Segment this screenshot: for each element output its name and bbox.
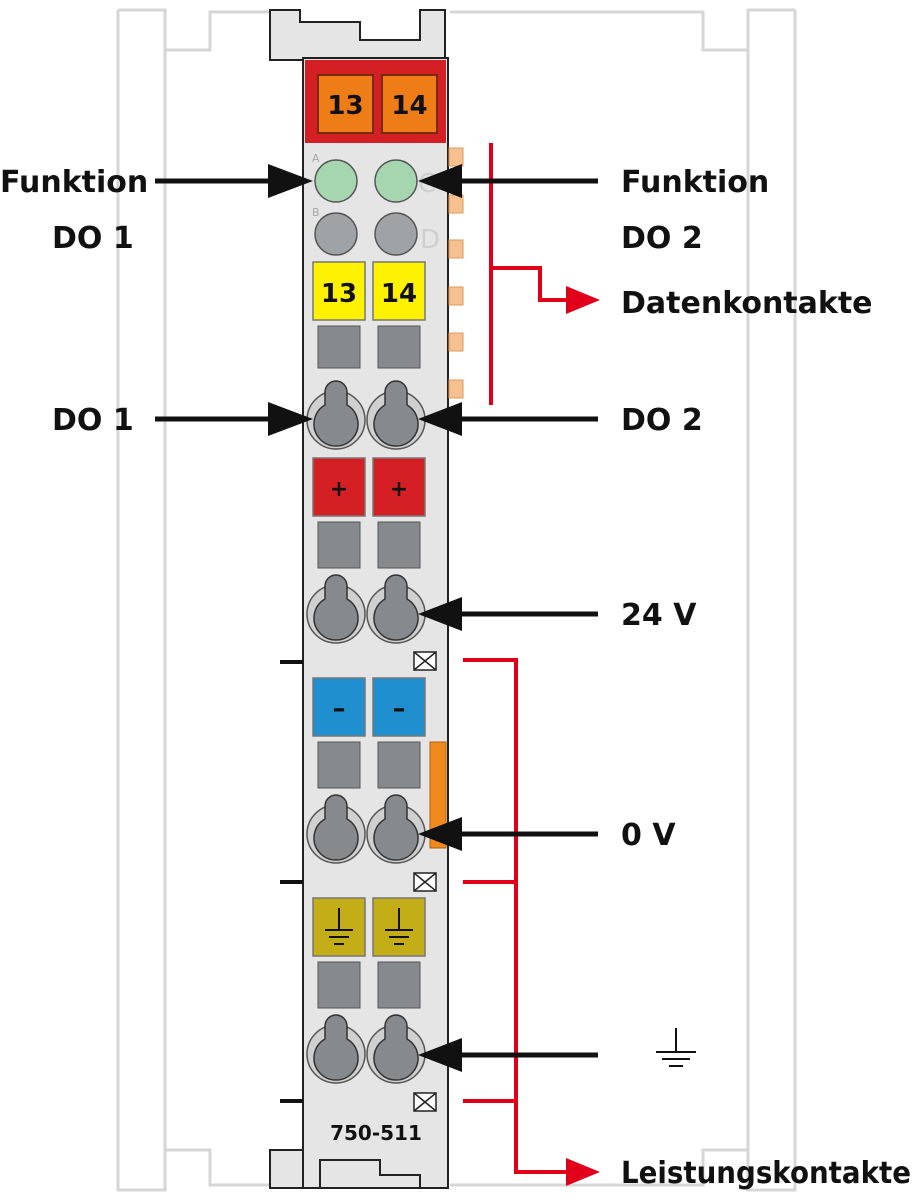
signal-terminal-14 — [372, 261, 426, 321]
signal-terminal-13 — [312, 261, 366, 321]
plus-terminal-1-label: + — [330, 477, 348, 502]
signal-terminal-13-label: 13 — [321, 279, 357, 309]
release-button-do1 — [317, 325, 361, 369]
data-contacts-arrowhead — [566, 286, 600, 314]
io-module: 13 14 A B C D 13 14 — [269, 9, 464, 1189]
power-contacts-arrowhead — [566, 1158, 600, 1186]
release-button-24v-2 — [377, 521, 421, 569]
label-power-contacts: Leistungskontakte — [621, 1156, 911, 1191]
minus-terminal-2-label: – — [393, 694, 406, 724]
power-contacts-bracket — [463, 658, 572, 1174]
signal-terminal-14-label: 14 — [381, 279, 417, 309]
power-contact-springs — [413, 651, 437, 1112]
header-terminal-14-label: 14 — [391, 91, 427, 121]
release-button-24v-1 — [317, 521, 361, 569]
label-0v: 0 V — [621, 818, 676, 853]
led-error-do2 — [374, 212, 418, 256]
ground-terminal-1 — [312, 897, 366, 957]
led-function-do1 — [314, 159, 358, 203]
label-left-do1: DO 1 — [52, 403, 134, 438]
plus-terminal-2-label: + — [390, 477, 408, 502]
header-terminal-13-label: 13 — [327, 91, 363, 121]
data-contact-pins — [448, 147, 464, 399]
led-error-do1 — [314, 212, 358, 256]
data-contacts-bracket — [489, 143, 572, 405]
din-rail — [116, 8, 797, 1192]
ground-icon-terminal-2 — [385, 908, 413, 945]
minus-terminal-1-label: – — [333, 694, 346, 724]
label-data-contacts: Datenkontakte — [621, 286, 873, 321]
label-right-function: Funktion — [621, 165, 769, 200]
plus-terminal-1 — [312, 457, 366, 517]
led-function-do2 — [374, 159, 418, 203]
ground-terminal-2 — [372, 897, 426, 957]
release-button-pe-2 — [377, 961, 421, 1009]
label-right-do2-top: DO 2 — [621, 221, 703, 256]
clamp-do1 — [306, 380, 366, 450]
release-button-0v-1 — [317, 741, 361, 789]
arrows — [155, 164, 598, 1072]
clamp-0v-2 — [366, 794, 426, 864]
minus-terminal-1 — [312, 677, 366, 737]
led-letter-b: B — [312, 206, 320, 219]
label-left-do1-top: DO 1 — [52, 221, 134, 256]
orange-side-marker — [429, 741, 447, 849]
bottom-latch — [269, 1149, 304, 1189]
header-terminal-14 — [381, 74, 438, 134]
model-number: 750-511 — [330, 1121, 422, 1145]
side-letter-d: D — [420, 225, 440, 255]
clamp-pe-1 — [306, 1014, 366, 1084]
release-button-do2 — [377, 325, 421, 369]
ground-icon — [656, 1028, 696, 1067]
minus-terminal-2 — [372, 677, 426, 737]
clamp-0v-1 — [306, 794, 366, 864]
ground-icon-terminal-1 — [325, 908, 353, 945]
label-left-function: Funktion — [0, 165, 148, 200]
led-letter-a: A — [312, 152, 320, 165]
release-button-pe-1 — [317, 961, 361, 1009]
label-24v: 24 V — [621, 598, 697, 633]
clamp-24v-1 — [306, 574, 366, 644]
top-latch — [269, 9, 446, 61]
plus-terminal-2 — [372, 457, 426, 517]
clamp-pe-2 — [366, 1014, 426, 1084]
header-terminal-13 — [317, 74, 374, 134]
release-button-0v-2 — [377, 741, 421, 789]
label-right-do2: DO 2 — [621, 403, 703, 438]
